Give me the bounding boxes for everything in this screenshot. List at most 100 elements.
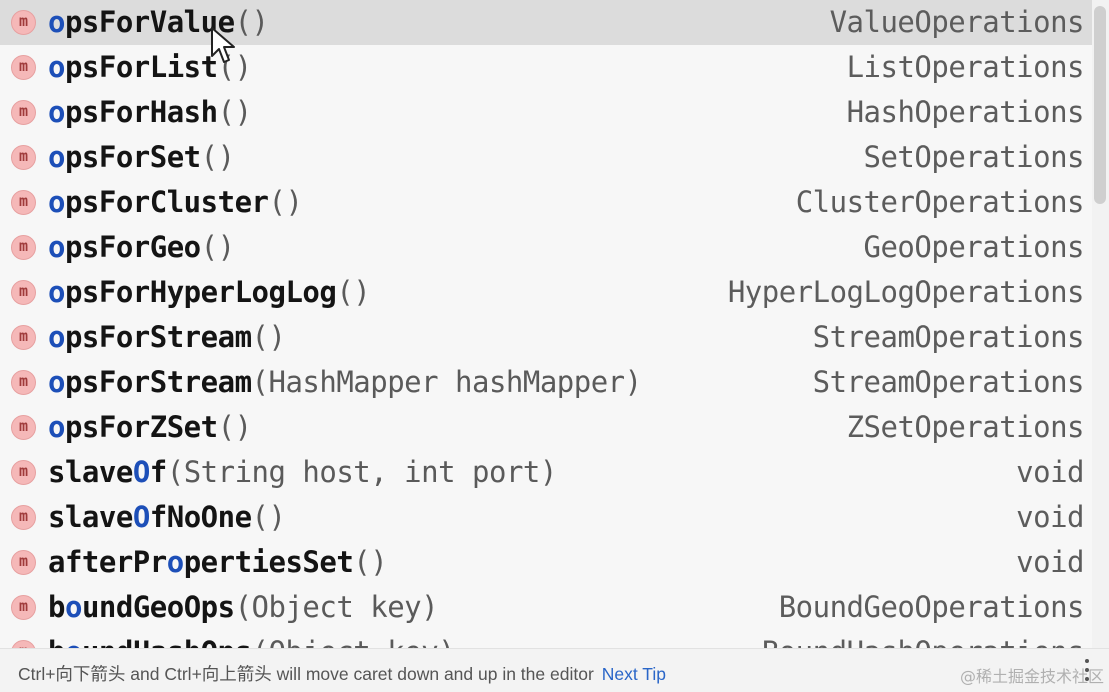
match-highlight: o [48, 275, 65, 309]
method-params: () [200, 140, 235, 174]
completion-item[interactable]: mboundHashOps(Object key)BoundHashOperat… [0, 630, 1092, 648]
method-name: opsForStream [48, 365, 252, 399]
method-name-suffix: psForSet [64, 140, 201, 174]
method-icon-letter: m [18, 372, 29, 390]
method-icon: m [11, 235, 36, 260]
method-icon-letter: m [18, 327, 29, 345]
method-name: opsForSet [48, 140, 201, 174]
method-name-suffix: psForStream [64, 320, 252, 354]
scrollbar-thumb[interactable] [1094, 6, 1106, 204]
return-type: StreamOperations [812, 320, 1085, 354]
method-icon: m [11, 10, 36, 35]
method-name-prefix: afterPr [48, 545, 167, 579]
method-params: (Object key) [252, 635, 456, 648]
method-params: () [353, 545, 388, 579]
return-type: void [1016, 455, 1084, 489]
method-params: () [336, 275, 371, 309]
method-icon-letter: m [18, 237, 29, 255]
method-name: opsForHyperLogLog [48, 275, 337, 309]
method-signature: slaveOf(String host, int port) [48, 450, 557, 495]
method-signature: opsForCluster() [48, 180, 303, 225]
method-icon-letter: m [18, 552, 29, 570]
method-name: afterPropertiesSet [48, 545, 354, 579]
match-highlight: o [48, 140, 65, 174]
method-icon-letter: m [18, 57, 29, 75]
completion-item[interactable]: m opsForStream() StreamOperations [0, 315, 1092, 360]
return-type: StreamOperations [812, 365, 1085, 399]
return-type: BoundHashOperations [762, 630, 1085, 648]
method-icon-letter: m [18, 192, 29, 210]
method-name: boundGeoOps [48, 590, 235, 624]
method-icon: m [11, 415, 36, 440]
method-name-suffix: psForZSet [64, 410, 218, 444]
method-signature: afterPropertiesSet() [48, 540, 388, 585]
method-icon-letter: m [18, 462, 29, 480]
method-icon-letter: m [18, 12, 29, 30]
method-icon: m [11, 325, 36, 350]
method-icon-letter: m [18, 417, 29, 435]
method-name-suffix: undGeoOps [81, 590, 235, 624]
method-name: opsForGeo [48, 230, 201, 264]
method-signature: opsForGeo() [48, 225, 235, 270]
method-name: opsForList [48, 50, 218, 84]
method-icon-letter: m [18, 102, 29, 120]
return-type: void [1016, 500, 1084, 534]
method-icon: m [11, 505, 36, 530]
method-icon: m [11, 550, 36, 575]
method-name: opsForCluster [48, 185, 269, 219]
method-params: () [268, 185, 303, 219]
next-tip-link[interactable]: Next Tip [601, 664, 666, 684]
completion-item[interactable]: m slaveOf(String host, int port) void [0, 450, 1092, 495]
match-highlight: o [48, 320, 65, 354]
match-highlight: o [48, 50, 65, 84]
more-vertical-icon[interactable] [1080, 657, 1094, 683]
return-type: ValueOperations [829, 5, 1085, 39]
method-name: opsForStream [48, 320, 252, 354]
match-highlight: o [48, 230, 65, 264]
match-highlight: o [48, 365, 65, 399]
match-highlight: o [48, 5, 65, 39]
method-name-suffix: f [149, 455, 167, 489]
method-name: opsForHash [48, 95, 218, 129]
method-name-suffix: pertiesSet [183, 545, 354, 579]
method-icon: m [11, 460, 36, 485]
method-params: () [251, 320, 286, 354]
method-name-suffix: psForValue [64, 5, 235, 39]
match-highlight: o [166, 545, 184, 579]
scrollbar[interactable] [1092, 0, 1109, 648]
method-icon: m [11, 280, 36, 305]
tip-text: Ctrl+向下箭头 and Ctrl+向上箭头 will move caret … [18, 664, 594, 684]
method-name-prefix: b [48, 590, 65, 624]
method-icon: m [11, 55, 36, 80]
method-icon-letter: m [18, 282, 29, 300]
completion-item[interactable]: m slaveOfNoOne() void [0, 495, 1092, 540]
method-name: opsForZSet [48, 410, 218, 444]
method-name-suffix: psForList [64, 50, 218, 84]
method-signature: opsForZSet() [48, 405, 252, 450]
method-icon-letter: m [19, 644, 28, 649]
method-name-suffix: psForHyperLogLog [64, 275, 337, 309]
method-params: () [200, 230, 235, 264]
method-icon-letter: m [18, 507, 29, 525]
method-name: slaveOfNoOne [48, 500, 252, 534]
return-type: BoundGeoOperations [778, 590, 1085, 624]
method-params: () [217, 95, 252, 129]
match-highlight: o [64, 590, 82, 624]
match-highlight: O [132, 500, 150, 534]
match-highlight: o [48, 185, 65, 219]
method-name-suffix: psForGeo [64, 230, 201, 264]
match-highlight: o [65, 635, 82, 648]
method-params: () [251, 500, 286, 534]
